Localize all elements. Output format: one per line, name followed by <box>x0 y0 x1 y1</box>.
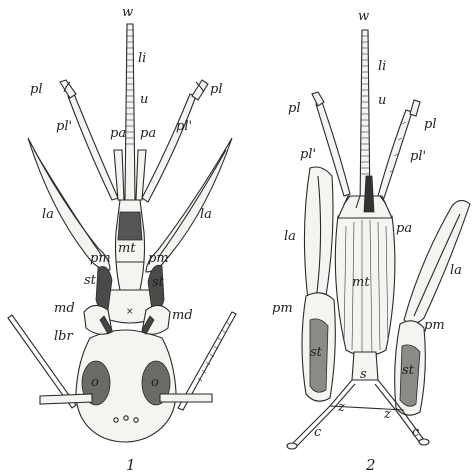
label-la-left: la <box>42 207 54 222</box>
figure-1-ligula <box>125 24 135 200</box>
label-st-right: st <box>152 275 165 290</box>
label-pl-prime-right: pl' <box>176 119 192 134</box>
label-li-2: li <box>378 59 386 74</box>
label-u: u <box>140 92 148 107</box>
label-o-right: o <box>151 375 159 390</box>
label-z-left-2: z <box>337 400 345 415</box>
label-pl-left: pl <box>30 82 42 97</box>
label-pm-right: pm <box>148 251 169 266</box>
label-pl-prime-right-2: pl' <box>410 149 426 164</box>
label-w-2: w <box>358 9 369 24</box>
label-w: w <box>122 5 133 20</box>
label-c-right-2: c <box>412 425 420 440</box>
label-pa-2: pa <box>396 221 412 236</box>
label-pa-right: pa <box>140 126 156 141</box>
label-pm-right-2: pm <box>424 318 445 333</box>
label-pl-right: pl <box>210 82 222 97</box>
label-pl-prime-left: pl' <box>56 119 72 134</box>
label-pa-left: pa <box>110 126 126 141</box>
figure-2-maxillary-palp-right <box>378 110 412 198</box>
label-st-left-2: st <box>310 345 323 360</box>
label-pl-right-2: pl <box>424 117 436 132</box>
label-md-left: md <box>54 301 75 316</box>
label-s-2: s <box>360 367 367 382</box>
svg-text:×: × <box>126 307 134 317</box>
label-pm-left: pm <box>90 251 111 266</box>
figure-2: w li u pl pl pl' pl' pa la la mt pm pm s… <box>272 9 470 473</box>
figure-2-labial-palp-right <box>404 200 470 323</box>
label-pm-left-2: pm <box>272 301 293 316</box>
label-lbr: lbr <box>54 329 73 344</box>
label-la-right: la <box>200 207 212 222</box>
figure-1: × w li u pl pl <box>8 5 236 473</box>
label-o-left: o <box>91 375 99 390</box>
label-li: li <box>138 51 146 66</box>
label-st-right-2: st <box>402 363 415 378</box>
label-md-right: md <box>172 308 193 323</box>
label-st-left: st <box>84 273 97 288</box>
figure-1-caption: 1 <box>126 456 136 473</box>
figure-2-caption: 2 <box>365 456 376 473</box>
label-mt: mt <box>118 241 136 256</box>
label-c-left-2: c <box>314 425 322 440</box>
label-u-2: u <box>378 93 386 108</box>
label-pl-left-2: pl <box>288 101 300 116</box>
label-la-left-2: la <box>284 229 296 244</box>
label-pl-prime-left-2: pl' <box>300 147 316 162</box>
label-mt-2: mt <box>352 275 370 290</box>
label-z-right-2: z <box>383 407 391 422</box>
figure-1-maxillary-palp-right <box>142 94 196 202</box>
figure-1-maxillary-palp-left <box>68 94 118 200</box>
label-la-right-2: la <box>450 263 462 278</box>
